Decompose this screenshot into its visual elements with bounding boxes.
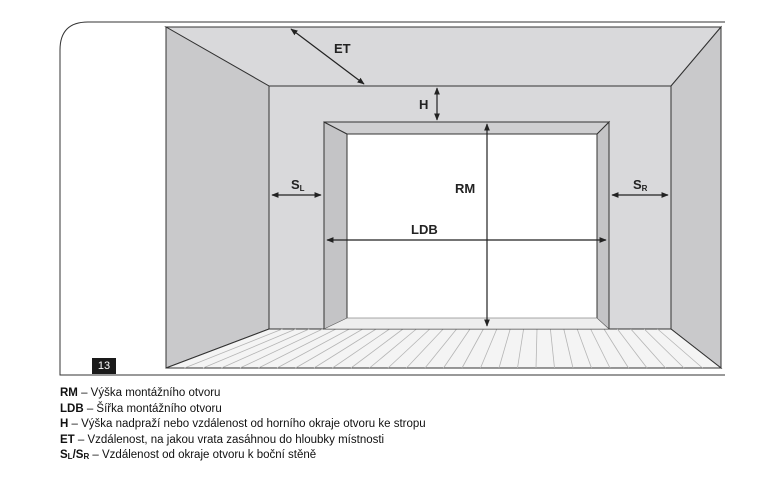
floor-plank-line — [350, 328, 404, 369]
floor-plank-line — [535, 328, 538, 369]
floor-plank-line — [643, 328, 685, 369]
legend-key: RM — [60, 387, 78, 399]
floor-plank-line — [603, 328, 629, 369]
legend-key: ET — [60, 433, 75, 446]
floor-plank-line — [617, 328, 648, 369]
h-label: H — [419, 97, 428, 112]
legend: RM – Výška montážního otvoru LDB – Šířka… — [60, 386, 760, 465]
floor-plank-line — [295, 328, 364, 369]
floor-plank-line — [332, 328, 390, 369]
floor-plank-line — [443, 328, 471, 369]
floor-plank-line — [221, 328, 310, 369]
floor-planks — [184, 328, 703, 369]
legend-text: – Vzdálenost, na jakou vrata zasáhnou do… — [74, 433, 385, 446]
legend-text: – Výška montážního otvoru — [77, 387, 221, 399]
left-side-wall — [165, 26, 270, 369]
legend-item-et: ET – Vzdálenost, na jakou vrata zasáhnou… — [60, 433, 760, 449]
floor-plank-line — [258, 328, 337, 369]
floor-plank-line — [424, 328, 457, 369]
floor-plank-line — [517, 328, 524, 369]
legend-item-h: H – Výška nadpraží nebo vzdálenost od ho… — [60, 417, 760, 433]
wall-opening — [346, 133, 598, 330]
floor-plank-line — [576, 328, 592, 369]
sl-label: SL — [291, 177, 305, 193]
floor-plank-line — [461, 328, 484, 369]
et-dimension-line — [290, 28, 365, 85]
floor-plank-line — [498, 328, 511, 369]
legend-key: SL/SR — [60, 449, 90, 462]
floor-plank-line — [657, 328, 703, 369]
legend-key: LDB — [60, 402, 84, 415]
legend-item-s: SL/SR – Vzdálenost od okraje otvoru k bo… — [60, 448, 760, 465]
legend-item-rm: RM – Výška montážního otvoru — [60, 386, 760, 402]
floor-plank-line — [550, 328, 555, 369]
figure-number-badge: 13 — [92, 358, 116, 374]
floor-plank-line — [630, 328, 666, 369]
opening-floor — [323, 317, 610, 330]
sr-label: SR — [633, 177, 648, 193]
legend-item-ldb: LDB – Šířka montážního otvoru — [60, 402, 760, 418]
left-jamb — [323, 121, 348, 330]
floor-plank-line — [563, 328, 574, 369]
floor-plank-line — [369, 328, 417, 369]
floor-plank-line — [480, 328, 498, 369]
legend-text: – Výška nadpraží nebo vzdálenost od horn… — [68, 418, 426, 431]
floor-plank-line — [387, 328, 431, 369]
floor-plank-line — [184, 328, 283, 369]
floor-plank-line — [202, 328, 296, 369]
rm-label: RM — [455, 181, 475, 196]
lintel-reveal — [323, 121, 611, 135]
floor-plank-line — [406, 328, 444, 369]
right-jamb — [596, 120, 610, 330]
floor-plank-line — [313, 328, 377, 369]
floor-plank-line — [590, 328, 611, 369]
legend-text: – Šířka montážního otvoru — [83, 402, 222, 415]
ldb-label: LDB — [411, 222, 438, 237]
floor-plank-line — [239, 328, 323, 369]
figure-frame — [59, 21, 725, 376]
et-label: ET — [334, 41, 351, 56]
legend-key: H — [60, 418, 69, 431]
floor-plank-line — [276, 328, 350, 369]
legend-text: – Vzdálenost od okraje otvoru k boční st… — [89, 449, 317, 462]
right-side-wall — [670, 25, 722, 370]
